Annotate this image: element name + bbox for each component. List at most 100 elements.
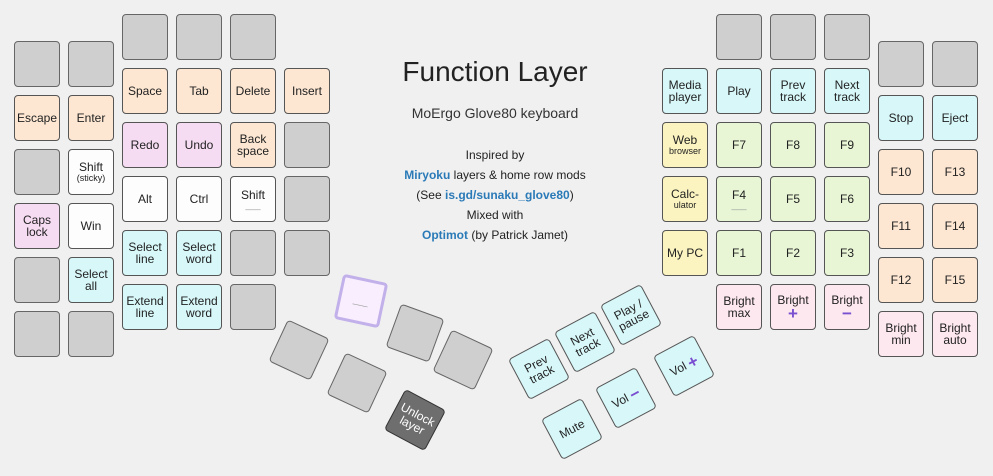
key-f9: F9 <box>824 122 870 168</box>
key-sublabel: browser <box>668 146 701 156</box>
key-label: Next track <box>567 324 603 360</box>
key-label: F8 <box>785 138 800 152</box>
layer-title: Function Layer <box>402 56 588 87</box>
key-label: Web <box>672 133 698 147</box>
key-stop: Stop <box>878 95 924 141</box>
key-label: Space <box>127 84 163 98</box>
key-l-c5-r5 <box>230 284 276 330</box>
key-unlock-layer: Unlock layer <box>383 388 447 452</box>
key-mute: Mute <box>540 397 604 461</box>
key-alt: Alt <box>122 176 168 222</box>
key-label: Stop <box>888 111 914 125</box>
key-win: Win <box>68 203 114 249</box>
key-label: F9 <box>839 138 854 152</box>
key-l-c1-r2 <box>14 149 60 195</box>
optimot-link[interactable]: Optimot <box>421 228 468 242</box>
key-label: F7 <box>731 138 746 152</box>
key-f14: F14 <box>932 203 978 249</box>
key-label: Bright auto <box>939 321 971 347</box>
key-label: F3 <box>839 246 854 260</box>
keyboard-subtitle: MoErgo Glove80 keyboard <box>411 105 579 121</box>
key-label: Play / pause <box>611 296 652 335</box>
key-label: Insert <box>291 84 322 98</box>
home-row-marker: ___ <box>245 200 261 210</box>
key-f2: F2 <box>770 230 816 276</box>
home-row-marker: ___ <box>731 200 747 210</box>
key-bright-auto: Bright auto <box>932 311 978 357</box>
key-extend-line: Extend line <box>122 284 168 330</box>
key-label: F12 <box>890 273 912 287</box>
key-label: F6 <box>839 192 854 206</box>
plus-icon: + <box>788 303 798 323</box>
miryoku-rest: layers & home row mods <box>450 168 586 182</box>
key-play-pause: Play / pause <box>599 283 663 347</box>
key-lt-2 <box>385 303 445 363</box>
key-sublabel: (sticky) <box>76 173 106 183</box>
key-label: Tab <box>189 84 209 98</box>
key-label: Calc- <box>670 187 699 201</box>
key-l-c1-r0 <box>14 41 60 87</box>
key-l-c1-r4 <box>14 257 60 303</box>
miryoku-link[interactable]: Miryoku <box>404 168 451 182</box>
key-r-c4-r0 <box>770 14 816 60</box>
credits-line-optimot: Optimot (by Patrick Jamet) <box>390 228 600 242</box>
optimot-rest: (by Patrick Jamet) <box>467 228 569 242</box>
key-label: Delete <box>235 84 271 98</box>
key-label: Escape <box>16 111 58 125</box>
key-label-text: Vol <box>667 358 689 380</box>
sunaku-link[interactable]: is.gd/sunaku_glove80 <box>444 188 570 202</box>
key-select-word: Select word <box>176 230 222 276</box>
key-label: Redo <box>130 138 160 152</box>
key-l-c4-r0 <box>176 14 222 60</box>
key-bright-plus: Bright+ <box>770 284 816 330</box>
key-bright-minus: Bright− <box>824 284 870 330</box>
key-l-c6-r4 <box>284 230 330 276</box>
key-bright-max: Bright max <box>716 284 762 330</box>
key-ctrl: Ctrl <box>176 176 222 222</box>
key-label: Mute <box>556 416 588 442</box>
key-sublabel: ulator <box>673 200 697 210</box>
key-delete: Delete <box>230 68 276 114</box>
key-f13: F13 <box>932 149 978 195</box>
key-bright-min: Bright min <box>878 311 924 357</box>
see-open: (See <box>416 188 445 202</box>
key-label: Play <box>727 84 751 98</box>
key-label: Vol− <box>609 383 644 412</box>
key-label: Select all <box>74 267 108 293</box>
key-label: Next track <box>833 78 860 104</box>
key-lt-1: ___ <box>333 273 389 329</box>
key-f8: F8 <box>770 122 816 168</box>
key-label-text: Vol <box>609 390 631 412</box>
key-f7: F7 <box>716 122 762 168</box>
key-label: Prev track <box>779 78 806 104</box>
key-label: Eject <box>941 111 969 125</box>
key-r-c2-r0 <box>878 41 924 87</box>
key-space: Space <box>122 68 168 114</box>
key-undo: Undo <box>176 122 222 168</box>
key-label: Win <box>80 219 102 233</box>
see-close: ) <box>569 188 574 202</box>
minus-icon: − <box>842 303 852 323</box>
key-r-c5-r0 <box>716 14 762 60</box>
key-label: Vol+ <box>667 351 702 380</box>
key-media-player: Media player <box>662 68 708 114</box>
key-select-all: Select all <box>68 257 114 303</box>
key-label: Unlock layer <box>397 399 438 438</box>
key-backspace: Back space <box>230 122 276 168</box>
key-label: Extend line <box>126 294 164 320</box>
key-label: Enter <box>76 111 106 125</box>
key-vol-minus: Vol− <box>594 366 658 430</box>
key-shift: Shift___ <box>230 176 276 222</box>
key-r-c3-r0 <box>824 14 870 60</box>
key-lt-5 <box>326 352 388 414</box>
key-label: Back space <box>236 132 270 158</box>
key-label: Bright max <box>723 294 755 320</box>
key-label: Media player <box>668 78 702 104</box>
key-l-c5-r0 <box>230 14 276 60</box>
key-enter: Enter <box>68 95 114 141</box>
key-label: Caps lock <box>22 213 51 239</box>
key-l-c3-r0 <box>122 14 168 60</box>
key-label: F4 <box>731 188 746 202</box>
